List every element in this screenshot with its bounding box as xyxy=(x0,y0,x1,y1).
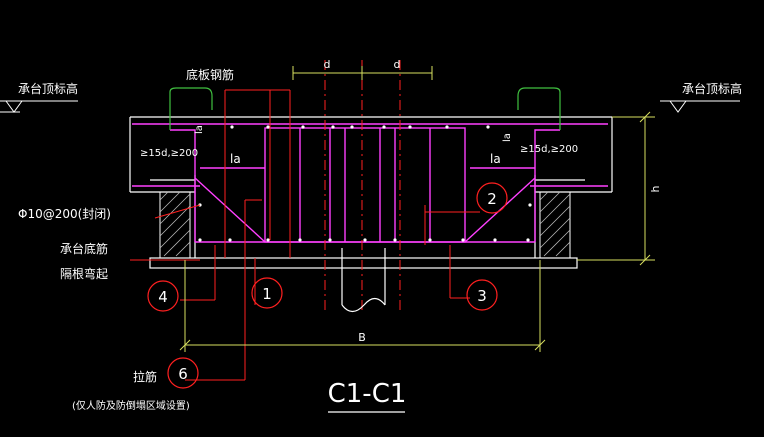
rebar-dots xyxy=(198,125,532,242)
la-vert-left-label: la xyxy=(194,125,205,134)
cap-outline xyxy=(129,116,613,269)
right-elevation-symbol xyxy=(660,100,740,113)
section-title: C1-C1 xyxy=(328,379,407,409)
leader-lines xyxy=(130,60,480,381)
bend-up-label: 隔根弯起 xyxy=(60,266,108,281)
tie-note-label: (仅人防及防倒塌区域设置) xyxy=(72,399,190,412)
tie-bar-label: 拉筋 xyxy=(133,369,157,384)
anchor-right-label: ≥15d,≥200 xyxy=(520,144,578,155)
bottom-slab-rebar-label: 底板钢筋 xyxy=(186,67,234,82)
dim-d-right: d xyxy=(394,58,401,71)
right-brick-wall xyxy=(539,191,571,259)
la-left-label: la xyxy=(230,152,241,166)
marker-3: 3 xyxy=(477,287,487,305)
left-brick-wall xyxy=(159,191,191,259)
marker-2: 2 xyxy=(487,190,497,208)
la-vert-right-label: la xyxy=(502,133,513,142)
rebar xyxy=(132,123,608,243)
left-elevation-label: 承台顶标高 xyxy=(18,81,78,96)
stirrup-label: Φ10@200(封闭) xyxy=(18,207,111,221)
anchor-hooks xyxy=(169,87,561,130)
cap-bottom-rebar-label: 承台底筋 xyxy=(60,241,108,256)
dim-b: B xyxy=(358,331,366,344)
dimension-lines xyxy=(179,66,655,352)
pile xyxy=(341,248,386,313)
right-elevation-label: 承台顶标高 xyxy=(682,81,742,96)
la-right-label: la xyxy=(490,152,501,166)
marker-circles xyxy=(147,182,508,389)
marker-4: 4 xyxy=(158,288,168,306)
anchor-left-label: ≥15d,≥200 xyxy=(140,148,198,159)
marker-6: 6 xyxy=(178,365,188,383)
dim-d-left: d xyxy=(324,58,331,71)
marker-1: 1 xyxy=(262,285,272,303)
dim-h: h xyxy=(649,185,662,192)
left-elevation-symbol xyxy=(0,100,78,113)
